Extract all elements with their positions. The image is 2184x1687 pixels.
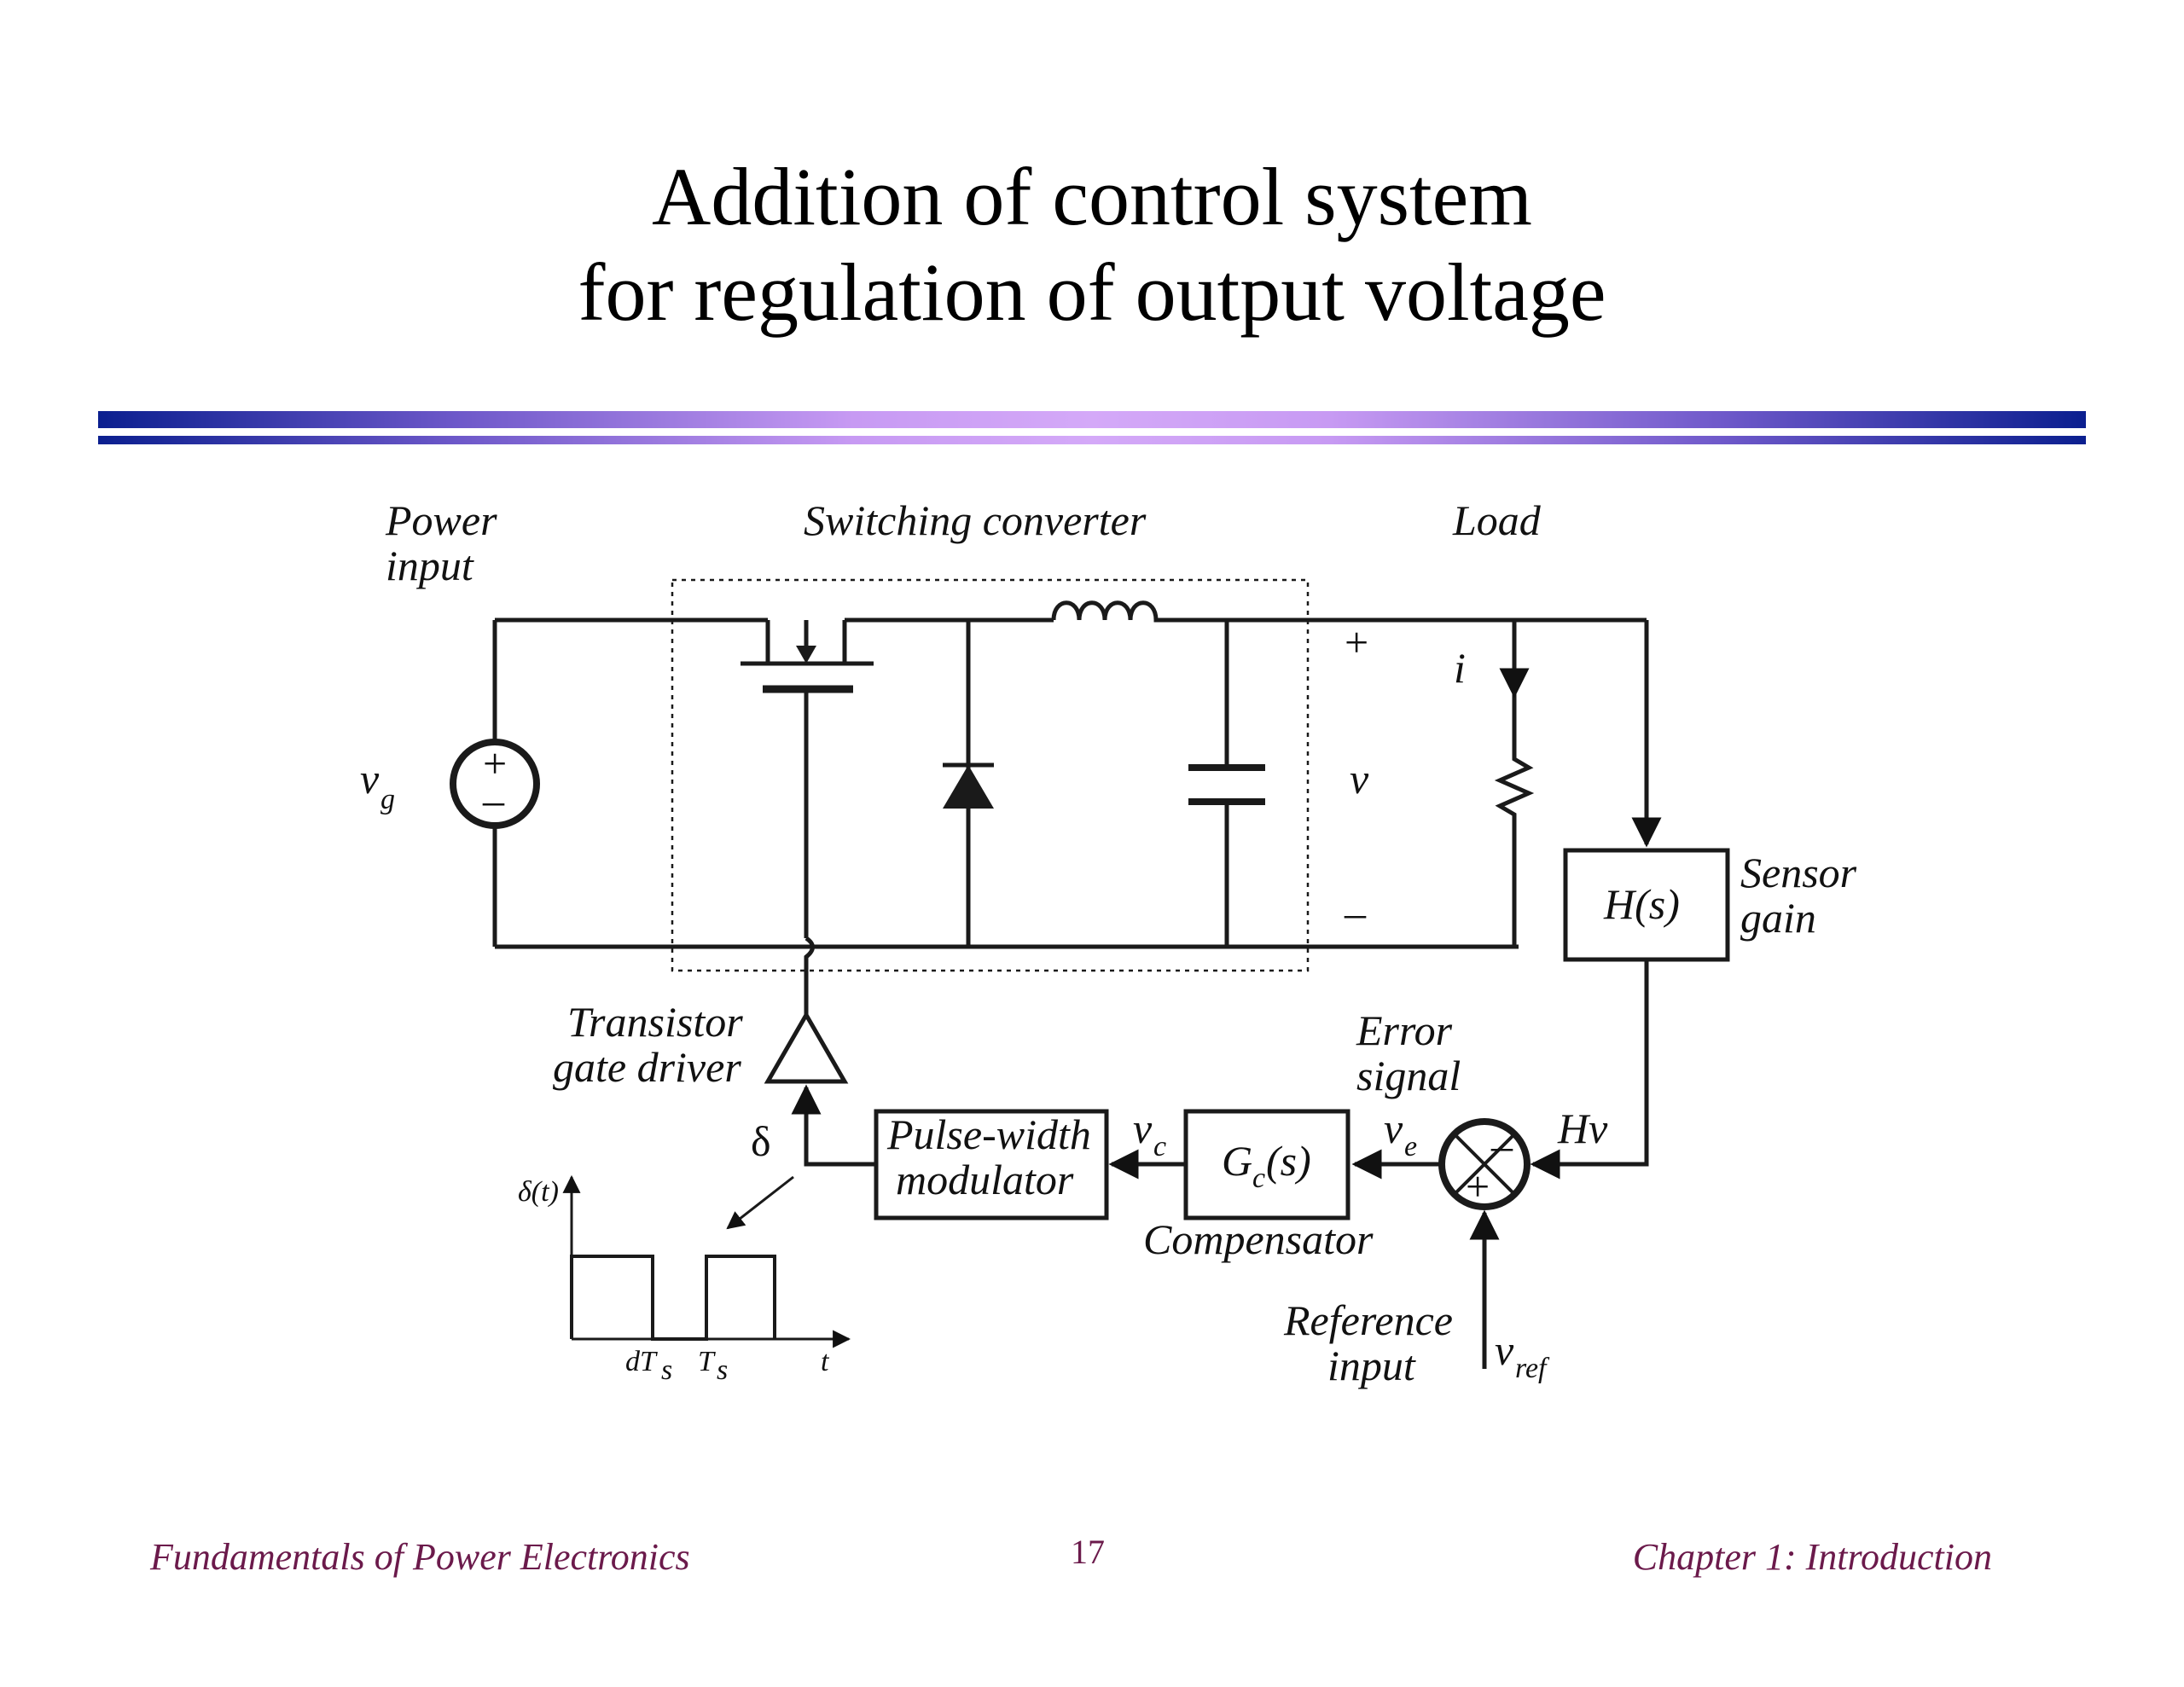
compensator-g-subscript: c [1252, 1162, 1265, 1194]
duty-waveform [570, 1255, 776, 1341]
ve-label: v [1384, 1104, 1403, 1152]
duty-wire [791, 1084, 876, 1167]
transistor-label-1: Transistor [567, 998, 743, 1046]
title-rule-thick [98, 411, 2086, 428]
voltage-source-symbol [450, 739, 540, 829]
waveform-dts-label: dT [625, 1346, 658, 1377]
output-voltage-label: v [1350, 755, 1369, 803]
capacitor-plates [1188, 764, 1265, 805]
vc-subscript: c [1153, 1131, 1166, 1162]
vg-subscript: g [380, 784, 395, 815]
error-signal-label-2: signal [1356, 1052, 1461, 1099]
vref-label: v [1495, 1326, 1514, 1374]
current-label: i [1454, 644, 1466, 692]
diagram-labels: Power input Switching converter Load v g… [360, 496, 1857, 1389]
junction-plus: + [1466, 1162, 1490, 1210]
footer-book-title: Fundamentals of Power Electronics [150, 1536, 690, 1578]
waveform-pointer-arrow [726, 1175, 794, 1230]
power-input-label-1: Power [385, 496, 497, 544]
vref-subscript: ref [1515, 1353, 1550, 1384]
source-minus: – [482, 776, 505, 824]
footer-chapter: Chapter 1: Introduction [1632, 1536, 1992, 1578]
diode-triangle [943, 765, 994, 809]
waveform-time-label: t [821, 1346, 830, 1377]
sensor-transfer-label: H(s) [1603, 880, 1680, 928]
feedback-wire [1530, 959, 1649, 1180]
waveform-ts-subscript: s [717, 1354, 728, 1386]
converter-boundary [671, 578, 1310, 972]
duty-delta-label: δ [751, 1117, 771, 1165]
power-input-label-2: input [386, 542, 474, 589]
gate-driver-symbol [764, 1010, 849, 1084]
waveform-axis-label: δ(t) [518, 1176, 559, 1208]
waveform-dts-subscript: s [661, 1354, 672, 1386]
mosfet-channel [741, 620, 874, 666]
waveform-ts-label: T [698, 1346, 716, 1377]
title-rule-thin [98, 436, 2086, 444]
compensator-g-argument: (s) [1266, 1137, 1311, 1185]
hv-label: Hv [1557, 1104, 1608, 1152]
footer-page-number: 17 [1071, 1533, 1105, 1571]
title-line-1: Addition of control system [652, 151, 1532, 242]
title-line-2: for regulation of output voltage [578, 246, 1606, 338]
pwm-label-2: modulator [896, 1156, 1074, 1203]
load-resistor [1494, 620, 1535, 947]
inductor-coil [1051, 600, 1169, 623]
output-minus: – [1344, 889, 1367, 936]
source-plus: + [483, 739, 507, 787]
compensator-g-label: G [1222, 1137, 1252, 1185]
error-signal-label-1: Error [1356, 1006, 1453, 1054]
pwm-label-1: Pulse-width [886, 1110, 1091, 1158]
vc-label: v [1133, 1104, 1153, 1152]
compensator-label: Compensator [1143, 1215, 1374, 1263]
transistor-label-2: gate driver [553, 1043, 741, 1091]
mosfet-arrow [796, 646, 816, 664]
slide-title: Addition of control system for regulatio… [0, 149, 2184, 340]
load-label: Load [1452, 496, 1542, 544]
sensor-gain-label-1: Sensor [1740, 849, 1857, 896]
ve-subscript: e [1404, 1131, 1417, 1162]
reference-input-label-1: Reference [1283, 1296, 1453, 1344]
output-plus: + [1345, 618, 1368, 666]
vg-label: v [360, 755, 380, 803]
switching-converter-label: Switching converter [804, 496, 1147, 544]
gate-wire-crossover [804, 936, 815, 1015]
sensor-gain-label-2: gain [1740, 894, 1816, 942]
summing-cross [1453, 1133, 1516, 1196]
reference-input-label-2: input [1327, 1342, 1416, 1389]
junction-minus: – [1490, 1122, 1513, 1169]
